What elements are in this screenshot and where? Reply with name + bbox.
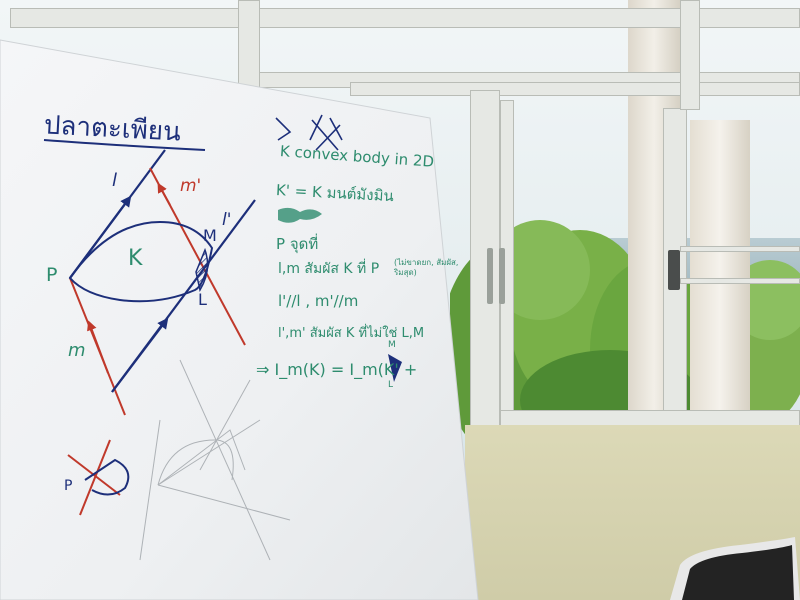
window-lock	[668, 250, 680, 290]
label-L-small: L	[388, 380, 394, 390]
line-l-prime-arrow	[111, 317, 169, 393]
concrete-pillar-right	[690, 120, 750, 410]
window-mullion-4	[663, 108, 687, 428]
note-line-2: K' = K มนต์มังมิน	[275, 181, 395, 206]
board-text: ปลาตะเพียน l m' l' K M P L m P K convex …	[43, 0, 476, 600]
notes-column: K convex body in 2D K' = K มนต์มังมิน P …	[256, 0, 476, 600]
label-m-prime: m'	[180, 176, 202, 196]
label-P: P	[46, 264, 58, 286]
note-line-3: P จุดที่	[276, 235, 319, 253]
flip-chart	[0, 39, 479, 600]
label-l-prime: l'	[222, 210, 232, 230]
note-line-7: ⇒ I_m(K) = I_m(K' +	[256, 360, 418, 379]
note-line-4-aside: (ไม่ขาดยก, สัมผัส, ริมสุด)	[394, 258, 459, 277]
note-line-5: l'//l , m'//m	[278, 292, 359, 310]
label-m: m	[68, 340, 86, 361]
window-latch-2	[499, 248, 505, 304]
label-M-small: M	[388, 340, 396, 350]
window-mullion-2	[470, 90, 500, 435]
label-M: M	[203, 226, 217, 245]
note-line-1: K convex body in 2D	[279, 142, 435, 171]
line-m-prime-arrow	[157, 182, 171, 206]
note-line-4: l,m สัมผัส K ที่ P	[278, 261, 380, 277]
window-rail	[680, 246, 800, 252]
line-m-arrow	[87, 320, 109, 374]
label-L: L	[198, 290, 207, 309]
label-K: K	[128, 246, 143, 271]
chair	[670, 537, 800, 600]
window-latch	[487, 248, 493, 304]
hatched-region	[195, 247, 209, 292]
board-title: ปลาตะเพียน	[43, 110, 182, 148]
label-l: l	[112, 170, 118, 191]
label-P-small: P	[64, 478, 73, 494]
window-mullion-5	[680, 0, 700, 110]
window-rail-2	[680, 278, 800, 284]
note-line-6: l',m' สัมผัส K ที่ไม่ใช่ L,M	[278, 326, 425, 341]
